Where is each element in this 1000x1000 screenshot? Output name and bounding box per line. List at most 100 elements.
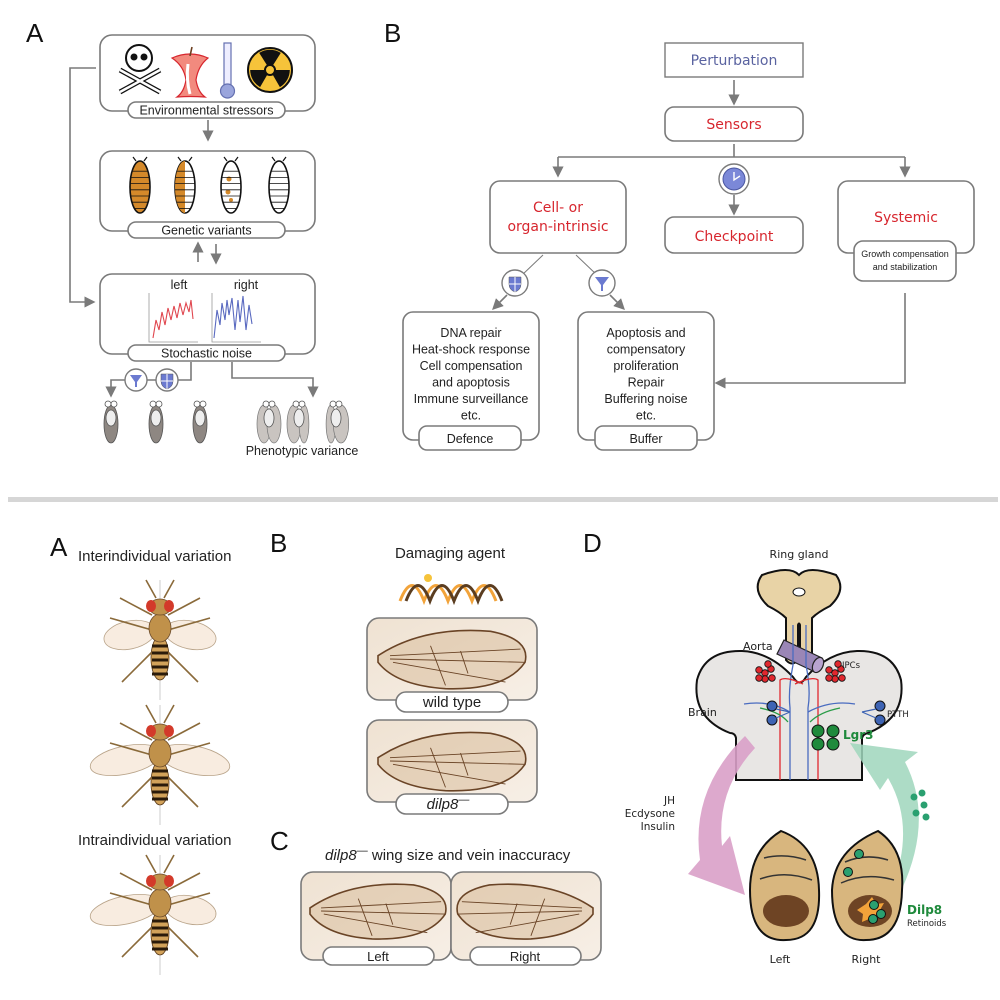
- ipc-cell: [764, 660, 772, 668]
- ptth-neurons: [766, 700, 886, 726]
- buffer-item: compensatory: [607, 343, 686, 357]
- right-wing-label-pill: [469, 946, 582, 966]
- skull-crossbones-icon: [118, 44, 162, 95]
- mutant-label-pill: [395, 793, 509, 815]
- intrinsic-label-line1: Cell- or: [533, 200, 583, 216]
- noise-label: Stochastic noise: [161, 347, 252, 361]
- perturbation-label: Perturbation: [691, 53, 778, 69]
- right-imaginal-disc: [830, 829, 904, 942]
- inter-label: Interindividual variation: [78, 548, 231, 565]
- apple-core-icon: [170, 46, 210, 98]
- neuron-projections: [743, 625, 856, 780]
- left-noise-trace: [152, 299, 194, 339]
- ipc-cell: [755, 666, 763, 674]
- panel-c-title: dilp8— wing size and vein inaccuracy: [325, 845, 571, 864]
- fly-illustration-small: [103, 579, 217, 700]
- figure-divider: [8, 497, 998, 502]
- hormone-arrow: [688, 736, 755, 895]
- left-right-wings-image: [300, 871, 602, 961]
- wildtype-wing-image: [366, 617, 538, 701]
- arrow-to-variant-flies: [231, 362, 319, 398]
- left-wing-label-pill: [322, 946, 435, 966]
- ring-gland-label: Ring gland: [770, 548, 829, 561]
- dilp8-particles: [910, 789, 930, 821]
- defence-label: Defence: [447, 432, 494, 446]
- defence-item: Heat-shock response: [412, 343, 530, 357]
- hormone-jh: JH: [663, 795, 675, 807]
- retinoids-label: Retinoids: [907, 919, 947, 929]
- genetic-label-pill: [127, 221, 286, 239]
- larva-icon-orange: [129, 160, 151, 214]
- defence-item: Cell compensation: [420, 359, 523, 373]
- defence-item: DNA repair: [440, 326, 501, 340]
- larva-icon-white: [268, 160, 290, 214]
- sensors-box: [664, 106, 804, 142]
- variant-fly-icon: [325, 400, 350, 444]
- stochastic-noise-box: [99, 273, 316, 355]
- perturbation-box: [664, 42, 804, 78]
- checkpoint-label: Checkpoint: [695, 229, 774, 245]
- larva-segments: [130, 156, 289, 209]
- right-noise-trace: [213, 295, 253, 339]
- checkpoint-box: [664, 216, 804, 254]
- buffered-fly-icon: [103, 400, 119, 444]
- wildtype-label-pill: [395, 691, 509, 713]
- feedback-arrow: [69, 67, 96, 308]
- noise-left-label: left: [171, 278, 188, 292]
- stressors-label-pill: [127, 101, 286, 119]
- arrow-to-buffer: [609, 294, 625, 310]
- larva-icon-half: [174, 160, 196, 214]
- fly-illustration-asymmetric: [89, 854, 217, 975]
- systemic-sub-box: [853, 240, 957, 282]
- dna-helix-icon: [398, 574, 504, 606]
- ipc-cell: [755, 674, 763, 682]
- wildtype-label: wild type: [422, 694, 481, 711]
- left-wing-label: Left: [367, 949, 389, 964]
- intrinsic-box: [489, 180, 627, 254]
- left-imaginal-disc: [748, 829, 821, 942]
- noise-label-pill: [127, 344, 286, 362]
- arrow-to-defence: [492, 294, 508, 310]
- ipc-neuron-clusters: [755, 660, 846, 683]
- ipc-cell: [825, 674, 833, 682]
- left-disc-label: Left: [770, 953, 791, 966]
- systemic-sub-line1: Growth compensation: [861, 249, 949, 259]
- ipc-cell: [831, 675, 839, 683]
- intrinsic-label-line2: organ-intrinsic: [507, 219, 608, 235]
- ipc-cell: [838, 674, 846, 682]
- panel-letter-top-a: A: [26, 18, 44, 48]
- panel-letter-bottom-d: D: [583, 528, 602, 558]
- ipc-cell: [761, 675, 769, 683]
- defence-label-pill: [418, 425, 522, 451]
- phenotype-label: Phenotypic variance: [246, 444, 359, 458]
- ipc-cell: [834, 660, 842, 668]
- radiation-icon: [247, 47, 293, 93]
- genetic-label: Genetic variants: [161, 224, 251, 238]
- buffer-label: Buffer: [629, 432, 662, 446]
- defence-item: and apoptosis: [432, 376, 510, 390]
- right-plot-axes: [211, 293, 261, 343]
- panel-letter-top-b: B: [384, 18, 401, 48]
- hormone-insulin: Insulin: [641, 821, 675, 833]
- buffer-label-pill: [594, 425, 698, 451]
- dilp8-label: Dilp8: [907, 903, 942, 917]
- ipc-cell: [768, 674, 776, 682]
- panel-letter-bottom-b: B: [270, 528, 287, 558]
- ipc-cell: [825, 666, 833, 674]
- larva-icon-spotted: [220, 160, 242, 214]
- dilp8-arrow: [850, 743, 919, 893]
- panel-letter-bottom-c: C: [270, 826, 289, 856]
- adult-flies-group: [89, 579, 231, 975]
- clock-icon: [722, 167, 746, 191]
- arrow-to-buffered-flies: [105, 362, 192, 398]
- left-plot-axes: [148, 293, 198, 343]
- defence-item: etc.: [461, 409, 481, 423]
- mutant-label: dilp8—: [427, 794, 471, 813]
- right-wing-label: Right: [510, 949, 541, 964]
- systemic-label: Systemic: [874, 210, 938, 226]
- lgr3-neurons: [811, 724, 840, 751]
- buffer-items: Apoptosis andcompensatoryproliferationRe…: [604, 326, 687, 423]
- lgr3-label: Lgr3: [843, 728, 874, 742]
